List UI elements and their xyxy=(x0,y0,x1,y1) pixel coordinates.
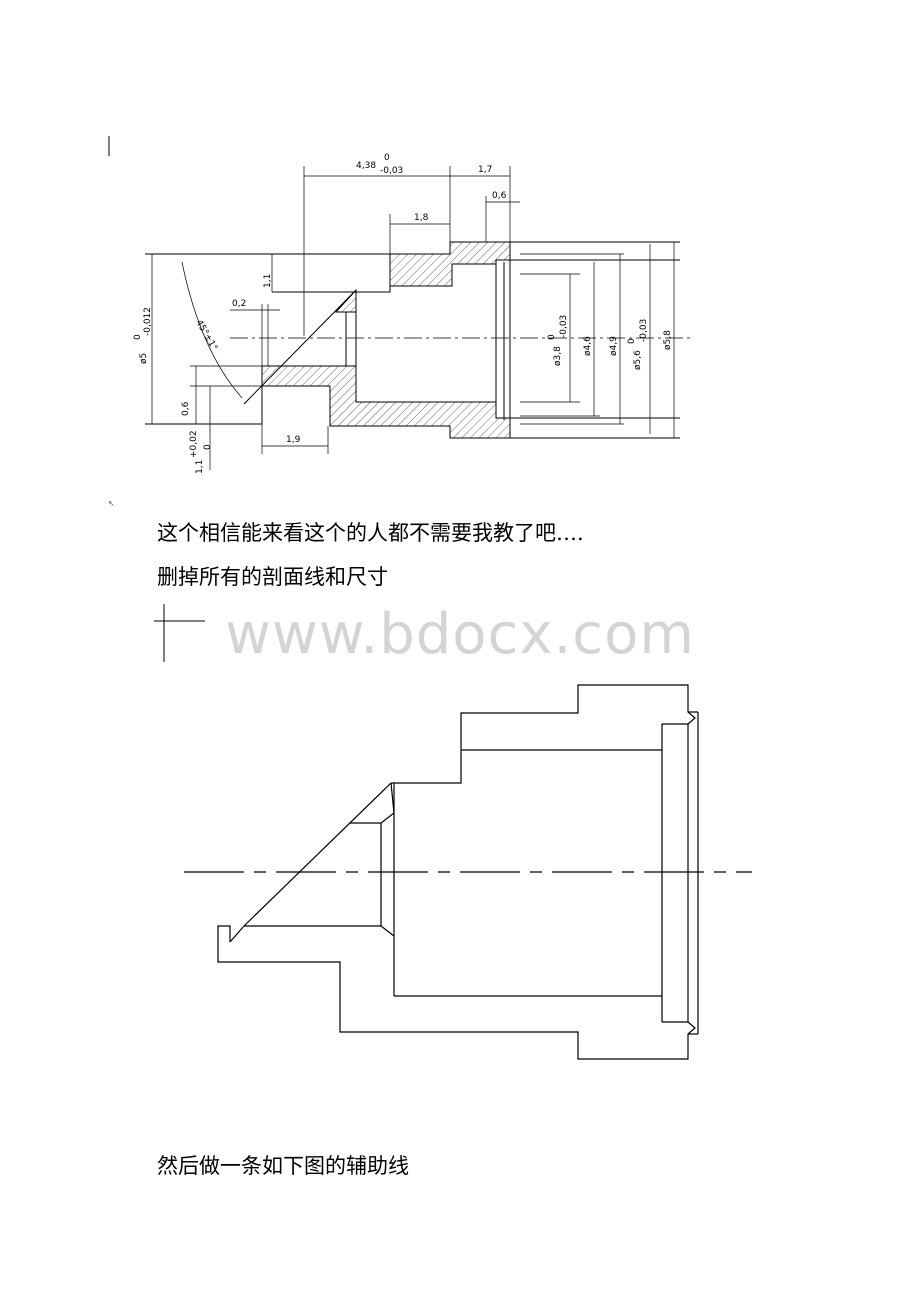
dim-1-9: 1,9 xyxy=(286,435,301,445)
dimensioned-section-drawing: 4,38 0 -0,03 1,7 0,6 1,8 1,1 0,2 45°±1° … xyxy=(108,136,690,508)
dim-0-6-top: 0,6 xyxy=(492,191,507,201)
paragraph-3: 然后做一条如下图的辅助线 xyxy=(157,1154,409,1178)
svg-text:-0,03: -0,03 xyxy=(380,166,403,176)
dim-0-2: 0,2 xyxy=(232,299,246,309)
svg-text:0: 0 xyxy=(203,444,213,450)
svg-text:-0,012: -0,012 xyxy=(143,307,153,336)
dim-dia-3-8: ø3,8 xyxy=(553,346,563,366)
dim-dia-4-6: ø4,6 xyxy=(583,336,593,356)
dim-1-8: 1,8 xyxy=(414,213,429,223)
dim-4-38: 4,38 xyxy=(356,161,376,171)
dim-dia-5: ø5 xyxy=(139,353,149,364)
dim-dia-4-9: ø4,9 xyxy=(609,336,619,356)
paragraph-1: 这个相信能来看这个的人都不需要我教了吧…. xyxy=(157,521,584,545)
dim-1-1: 1,1 xyxy=(263,274,273,288)
dim-0-6-left: 0,6 xyxy=(181,401,191,416)
svg-text:+0,02: +0,02 xyxy=(189,430,199,458)
dim-1-1-tol: 1,1 xyxy=(195,460,205,474)
svg-text:0: 0 xyxy=(133,334,143,340)
watermark: www.bdocx.com xyxy=(225,602,695,667)
svg-text:-0,03: -0,03 xyxy=(639,319,649,342)
svg-text:0: 0 xyxy=(547,334,557,340)
svg-text:0: 0 xyxy=(627,338,637,344)
svg-text:0: 0 xyxy=(384,153,390,163)
dim-dia-5-6: ø5,6 xyxy=(633,350,643,370)
dim-dia-5-8: ø5,8 xyxy=(663,330,673,350)
dim-1-7: 1,7 xyxy=(478,165,492,175)
svg-text:-0,03: -0,03 xyxy=(559,315,569,338)
svg-text:↖: ↖ xyxy=(108,499,115,508)
paragraph-2: 删掉所有的剖面线和尺寸 xyxy=(157,565,388,589)
